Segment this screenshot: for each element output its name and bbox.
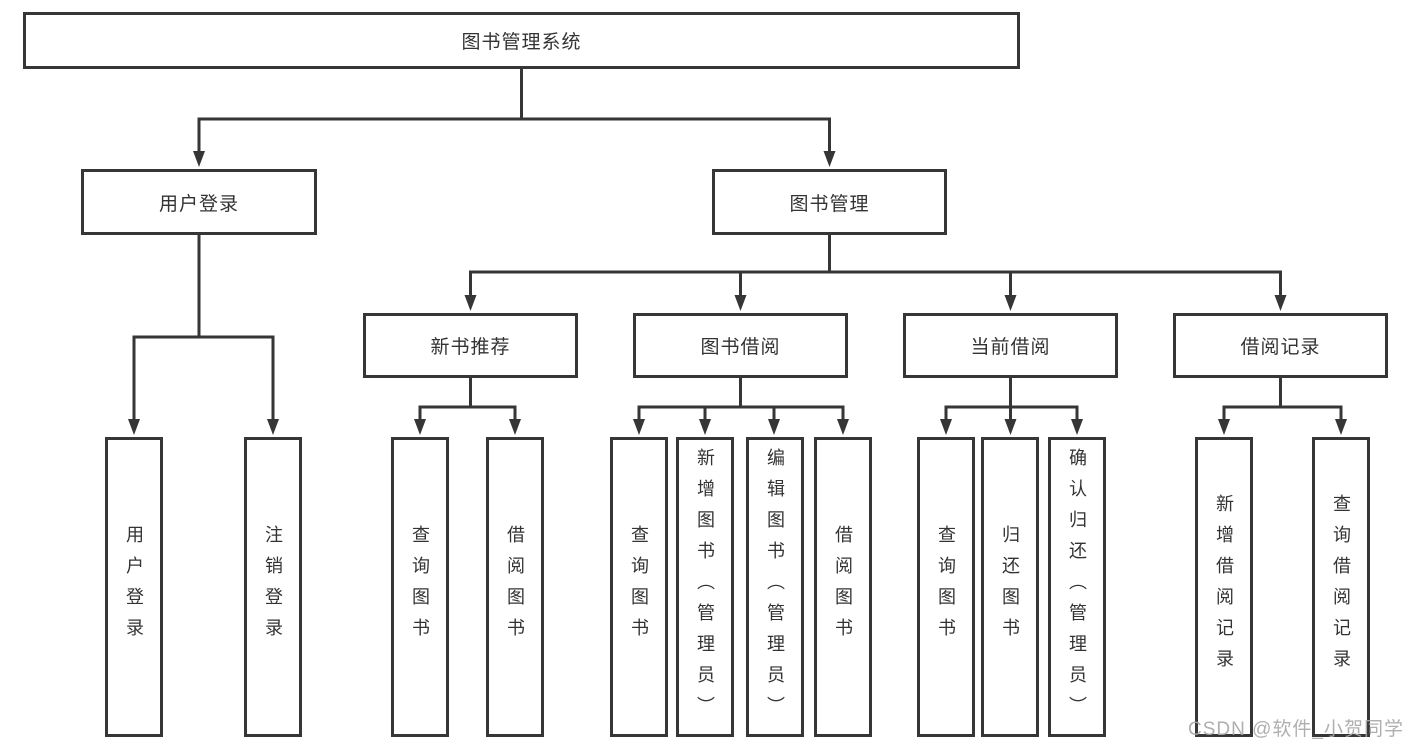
leaf-nbr-query-books-label: 查询图书	[410, 525, 430, 649]
leaf-nbr-query-books: 查询图书	[391, 437, 449, 737]
leaf-cb-query-books-label: 查询图书	[936, 525, 956, 649]
leaf-bb-add-books-admin-label: 新增图书（管理员）	[695, 447, 715, 727]
leaf-bb-borrow-books: 借阅图书	[814, 437, 872, 737]
leaf-user-login: 用户登录	[105, 437, 163, 737]
leaf-cb-return-books: 归还图书	[981, 437, 1039, 737]
leaf-cb-confirm-return-admin-label: 确认归还（管理员）	[1067, 447, 1087, 727]
leaf-br-add-record-label: 新增借阅记录	[1214, 494, 1234, 680]
leaf-nbr-borrow-books-label: 借阅图书	[505, 525, 525, 649]
node-new-book-recommendation: 新书推荐	[363, 313, 578, 378]
tree-edges	[132, 69, 1343, 421]
leaf-cb-confirm-return-admin: 确认归还（管理员）	[1048, 437, 1106, 737]
leaf-nbr-borrow-books: 借阅图书	[486, 437, 544, 737]
leaf-cb-return-books-label: 归还图书	[1000, 525, 1020, 649]
node-book-borrowing: 图书借阅	[633, 313, 848, 378]
leaf-logout: 注销登录	[244, 437, 302, 737]
leaf-br-query-record-label: 查询借阅记录	[1331, 494, 1351, 680]
leaf-br-add-record: 新增借阅记录	[1195, 437, 1253, 737]
leaf-user-login-label: 用户登录	[124, 525, 144, 649]
leaf-bb-query-books-label: 查询图书	[629, 525, 649, 649]
node-book-management-branch: 图书管理	[712, 169, 947, 235]
leaf-bb-add-books-admin: 新增图书（管理员）	[676, 437, 734, 737]
leaf-bb-query-books: 查询图书	[610, 437, 668, 737]
leaf-cb-query-books: 查询图书	[917, 437, 975, 737]
leaf-bb-edit-books-admin-label: 编辑图书（管理员）	[765, 447, 785, 727]
leaf-bb-edit-books-admin: 编辑图书（管理员）	[746, 437, 804, 737]
node-borrowing-records: 借阅记录	[1173, 313, 1388, 378]
node-book-management-system: 图书管理系统	[23, 12, 1020, 69]
leaf-bb-borrow-books-label: 借阅图书	[833, 525, 853, 649]
leaf-br-query-record: 查询借阅记录	[1312, 437, 1370, 737]
watermark-text: CSDN @软件_小贺同学	[1188, 719, 1404, 740]
node-current-borrowing: 当前借阅	[903, 313, 1118, 378]
node-user-login-branch: 用户登录	[81, 169, 317, 235]
leaf-logout-label: 注销登录	[263, 525, 283, 649]
